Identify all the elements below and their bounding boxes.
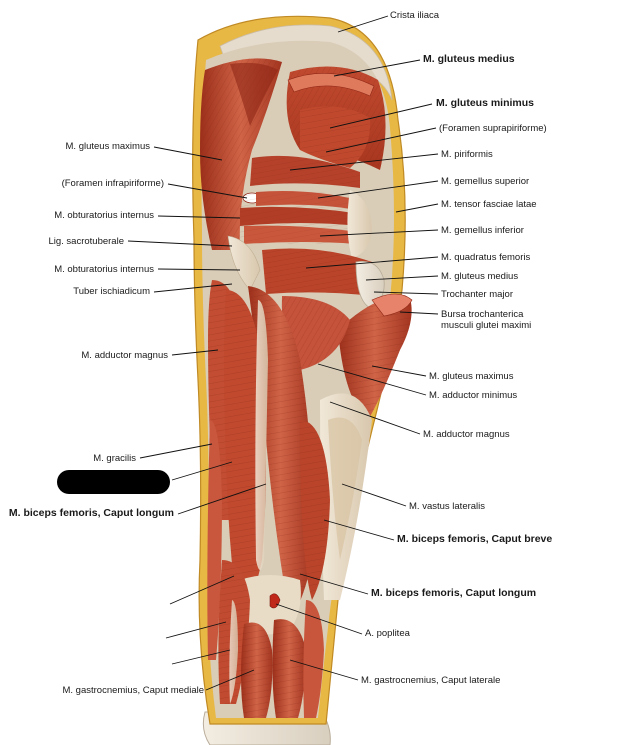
trochanteric-tendons: [347, 190, 372, 258]
label-foramen-suprapiriforme: (Foramen suprapiriforme): [439, 123, 547, 134]
label-obturatorius-internus-2: M. obturatorius internus: [54, 264, 154, 275]
label-adductor-magnus-right: M. adductor magnus: [423, 429, 510, 440]
lateral-lower-muscle: [303, 600, 324, 718]
label-gastrocnemius-laterale: M. gastrocnemius, Caput laterale: [361, 675, 501, 686]
label-biceps-femoris-longum-right: M. biceps femoris, Caput longum: [371, 587, 537, 599]
label-trochanter-major: Trochanter major: [441, 289, 513, 300]
label-quadratus-femoris: M. quadratus femoris: [441, 252, 531, 263]
label-adductor-minimus: M. adductor minimus: [429, 390, 518, 401]
label-foramen-infrapiriforme: (Foramen infrapiriforme): [61, 178, 164, 189]
hamstring-tendon: [255, 300, 268, 570]
label-bursa-trochanterica: Bursa trochanterica musculi glutei maxim…: [441, 309, 532, 331]
redacted-label-box: [57, 470, 170, 494]
label-lig-sacrotuberale: Lig. sacrotuberale: [48, 236, 124, 247]
leader-lines: [127, 15, 439, 691]
label-piriformis: M. piriformis: [441, 149, 493, 160]
label-gluteus-maximus-left: M. gluteus maximus: [65, 141, 150, 152]
label-vastus-lateralis: M. vastus lateralis: [409, 501, 486, 512]
label-biceps-femoris-longum-left: M. biceps femoris, Caput longum: [8, 507, 174, 519]
label-tensor-fasciae-latae: M. tensor fasciae latae: [441, 199, 537, 210]
label-a-poplitea: A. poplitea: [365, 628, 410, 639]
label-gastrocnemius-mediale: M. gastrocnemius, Caput mediale: [62, 685, 204, 696]
label-gluteus-medius-lower: M. gluteus medius: [441, 271, 519, 282]
label-gemellus-inferior: M. gemellus inferior: [441, 225, 524, 236]
label-biceps-femoris-breve: M. biceps femoris, Caput breve: [397, 533, 553, 545]
label-gluteus-medius-bold: M. gluteus medius: [423, 53, 515, 65]
label-gemellus-superior: M. gemellus superior: [441, 176, 530, 187]
label-gracilis: M. gracilis: [93, 453, 136, 464]
sacrotuberous-ligament: [227, 235, 261, 291]
label-tuber-ischiadicum: Tuber ischiadicum: [73, 286, 150, 297]
label-gluteus-minimus: M. gluteus minimus: [436, 97, 535, 109]
label-crista-iliaca: Crista iliaca: [390, 10, 440, 21]
gracilis: [207, 420, 222, 660]
label-obturatorius-internus-1: M. obturatorius internus: [54, 210, 154, 221]
label-adductor-magnus-left: M. adductor magnus: [81, 350, 168, 361]
label-gluteus-maximus-right: M. gluteus maximus: [429, 371, 514, 382]
